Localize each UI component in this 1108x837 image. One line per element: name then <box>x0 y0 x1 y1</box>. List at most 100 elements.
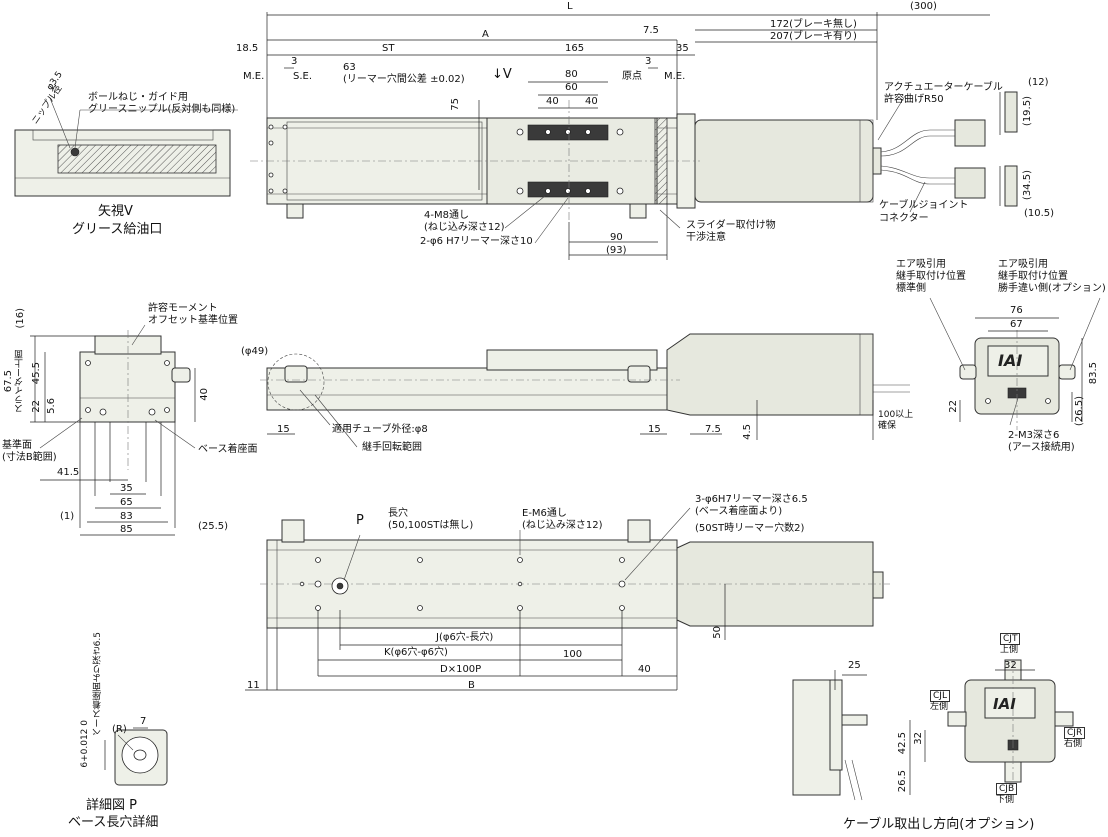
dim-18-5: 18.5 <box>236 43 259 54</box>
dim-22: 22 <box>31 400 42 413</box>
dim-45-5: 45.5 <box>31 362 42 385</box>
dim-40b: 40 <box>585 96 598 107</box>
grease-note-1: ボールねじ・ガイド用 <box>88 92 188 103</box>
dim-19-5: (19.5) <box>1022 96 1033 127</box>
dim-40-bottom: 40 <box>638 664 651 675</box>
ream-note-3: (50ST時リーマー穴数2) <box>695 523 805 534</box>
joint-note-2: コネクター <box>879 213 929 224</box>
dim-80: 80 <box>565 69 578 80</box>
moment-note-2: オフセット基準位置 <box>148 315 238 326</box>
dim-15a: 15 <box>277 424 290 435</box>
slider-note-2: 干渉注意 <box>686 232 726 243</box>
grease-note-2: グリースニップル(反対側も同様) <box>88 104 236 115</box>
opt-side-3: 勝手違い側(オプション) <box>998 283 1106 294</box>
me-right: M.E. <box>664 71 686 82</box>
dim-11: 11 <box>247 680 260 691</box>
dim-DxP: D×100P <box>440 664 482 675</box>
dim-100-bottom: 100 <box>563 649 583 660</box>
motor-end-view <box>929 297 1101 430</box>
cjb-label: CJB <box>996 783 1018 796</box>
dim-67: 67 <box>1010 319 1023 330</box>
end-view <box>30 324 196 536</box>
std-side-2: 継手取付け位置 <box>896 271 966 282</box>
bottom-view <box>245 507 890 691</box>
side-view <box>260 333 910 448</box>
dim-7-5-side: 7.5 <box>705 424 721 435</box>
joint-range: 継手回転範囲 <box>362 442 422 453</box>
dim-7-5a: 7.5 <box>643 25 659 36</box>
dim-50: 50 <box>712 626 723 639</box>
dim-K: K(φ6穴-φ6穴) <box>384 647 448 658</box>
detail-tol: 6+0.012 0 <box>80 720 90 768</box>
dim-60: 60 <box>565 82 578 93</box>
dim-B: B <box>468 680 475 691</box>
dim-3b: 3 <box>645 56 652 67</box>
m6-depth: (ねじ込み深さ12) <box>522 520 603 531</box>
m3-note: 2-M3深さ6 <box>1008 430 1060 441</box>
detail-caption-2: ベース長穴詳細 <box>68 815 159 830</box>
ream-note-1: 3-φ6H7リーマー深さ6.5 <box>695 494 808 505</box>
dim-40a: 40 <box>546 96 559 107</box>
dim-85: 85 <box>120 524 133 535</box>
dim-90: 90 <box>610 232 623 243</box>
dim-93: (93) <box>606 245 627 256</box>
dim-67-5: 67.5 <box>3 370 14 393</box>
detail-r: (R) <box>112 724 127 735</box>
cjr-label: CJR <box>1064 727 1086 740</box>
dim-ST: ST <box>382 43 395 54</box>
slider-top-label: スライダー上面 <box>15 350 25 413</box>
dim-12: (12) <box>1028 77 1049 88</box>
cjb-sub: 下側 <box>996 795 1015 805</box>
view-v-caption-1: 矢視V <box>98 204 133 219</box>
view-v <box>14 97 238 197</box>
cjl-sub: 左側 <box>930 702 949 712</box>
dim-1: (1) <box>60 511 75 522</box>
slot-note-2: (50,100STは無し) <box>388 520 474 531</box>
dim-41-5: 41.5 <box>57 467 80 478</box>
dim-63: 63 <box>343 62 356 73</box>
dim-J: J(φ6穴-長穴) <box>436 632 494 643</box>
cjt-sub: 上側 <box>1000 645 1019 655</box>
dim-34-5: (34.5) <box>1022 170 1033 201</box>
brake-yes: 207(ブレーキ有り) <box>770 31 857 42</box>
motor-top <box>694 119 874 203</box>
detail-caption-1: 詳細図 P <box>86 798 137 813</box>
dim-25: 25 <box>848 660 861 671</box>
dim-35-end: 35 <box>120 483 133 494</box>
iai-logo-option: IAI <box>993 695 1016 713</box>
moment-note-1: 許容モーメント <box>148 303 218 314</box>
brake-none: 172(ブレーキ無し) <box>770 19 857 30</box>
end-view-body <box>79 351 176 423</box>
slot-note-1: 長穴 <box>388 508 408 519</box>
opt-side-2: 継手取付け位置 <box>998 271 1068 282</box>
cjr-sub: 右側 <box>1064 739 1083 749</box>
ref-plane-1: 基準面 <box>2 440 32 451</box>
dim-35: 35 <box>676 43 689 54</box>
cable-note-1: アクチュエーターケーブル <box>884 82 1003 93</box>
iai-logo: IAI <box>998 351 1023 370</box>
dim-22-motor: 22 <box>948 400 959 413</box>
dim-40-end: 40 <box>199 388 210 401</box>
origin-label: 原点 <box>622 71 642 82</box>
side-view-motor <box>666 333 874 416</box>
clearance-secure: 確保 <box>878 421 897 431</box>
dim-3a: 3 <box>291 56 298 67</box>
side-view-body <box>266 367 668 411</box>
me-left: M.E. <box>243 71 265 82</box>
p-label: P <box>356 513 364 528</box>
dim-25-5: (25.5) <box>198 521 229 532</box>
ream-note-2: (ベース着座面より) <box>695 506 783 517</box>
std-side-3: 標準側 <box>896 283 926 294</box>
view-v-caption-2: グリース給油口 <box>72 222 163 237</box>
detail-7: 7 <box>140 716 147 727</box>
dim-83-5: 83.5 <box>1088 362 1099 385</box>
dim-5-6: 5.6 <box>46 398 57 414</box>
dim-165: 165 <box>565 43 585 54</box>
dim-26-5: (26.5) <box>1074 396 1085 427</box>
phi-49: (φ49) <box>241 346 269 357</box>
detail-depth: ベース着座面より深さ6.5 <box>93 632 103 737</box>
cable-option <box>792 659 1074 801</box>
reamer-tolerance: (リーマー穴間公差 ±0.02) <box>343 74 465 85</box>
tube-note: 適用チューブ外径:φ8 <box>332 424 428 435</box>
